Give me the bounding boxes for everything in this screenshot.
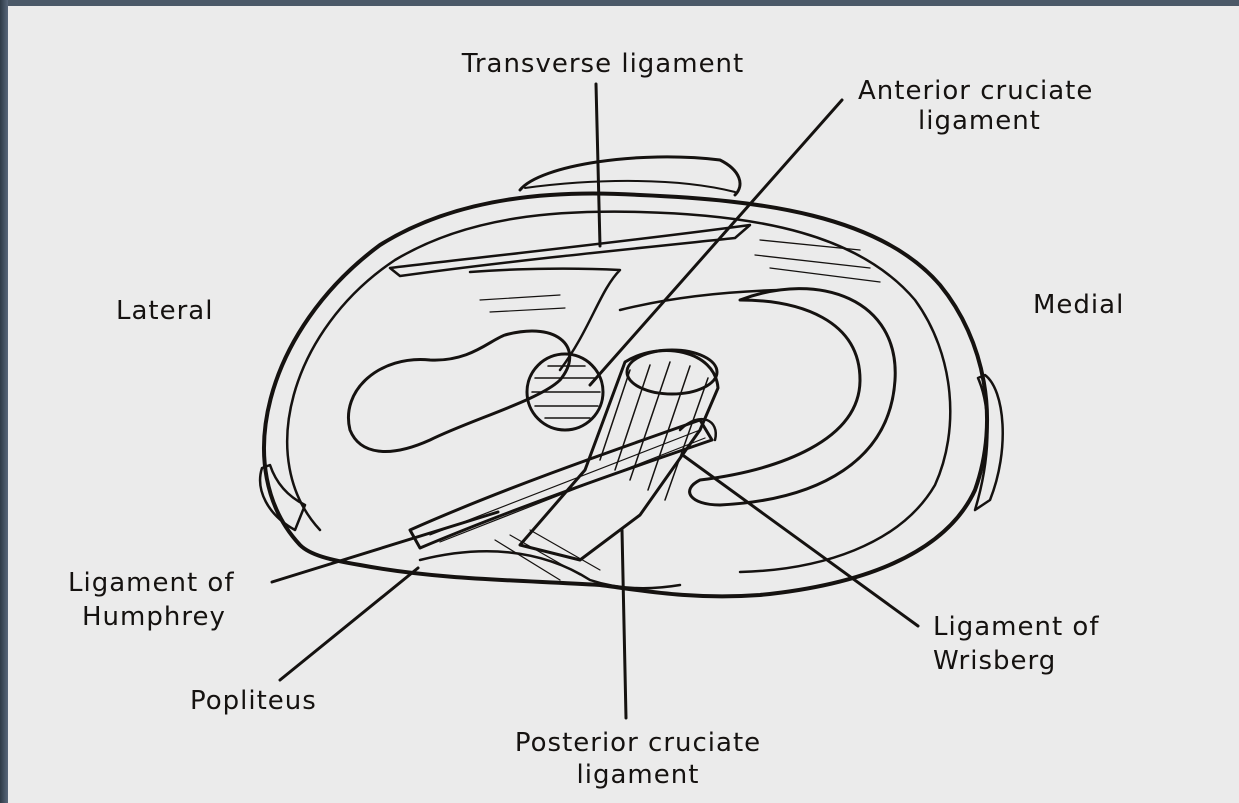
label-anterior-cruciate-ligament: Anterior cruciate ligament: [858, 76, 1093, 136]
diagram-slide: Transverse ligament Anterior cruciate li…: [8, 6, 1239, 803]
label-ligament-of-humphrey: Ligament of Humphrey: [68, 568, 234, 632]
label-wrisberg-line1: Ligament of: [933, 612, 1099, 642]
label-acl-line1: Anterior cruciate: [858, 76, 1093, 106]
medial-meniscus: [690, 289, 896, 505]
label-popliteus: Popliteus: [190, 686, 317, 716]
label-ligament-of-wrisberg: Ligament of Wrisberg: [933, 612, 1099, 676]
leader-popliteus: [280, 568, 418, 680]
leader-wrisberg: [684, 456, 918, 626]
label-wrisberg-line2: Wrisberg: [933, 646, 1099, 676]
label-posterior-cruciate-ligament: Posterior cruciate ligament: [503, 728, 773, 790]
posterior-cruciate-ligament: [520, 350, 718, 560]
leader-transverse: [596, 84, 600, 246]
label-acl-line2: ligament: [858, 106, 1093, 136]
label-medial: Medial: [1033, 290, 1124, 320]
leader-humphrey: [272, 512, 498, 582]
label-pcl-line1: Posterior cruciate: [503, 728, 773, 758]
leader-pcl: [622, 530, 626, 718]
anterior-fat-pad: [525, 181, 735, 192]
medial-rim-pad: [975, 375, 1003, 510]
label-transverse-ligament: Transverse ligament: [428, 49, 778, 79]
label-lateral: Lateral: [116, 296, 213, 326]
leader-acl: [590, 100, 842, 385]
label-pcl-line2: ligament: [503, 760, 773, 790]
tibial-plateau-outline: [264, 193, 987, 596]
label-humphrey-line2: Humphrey: [68, 602, 234, 632]
slide-left-edge: [0, 0, 8, 803]
label-humphrey-line1: Ligament of: [68, 568, 234, 598]
